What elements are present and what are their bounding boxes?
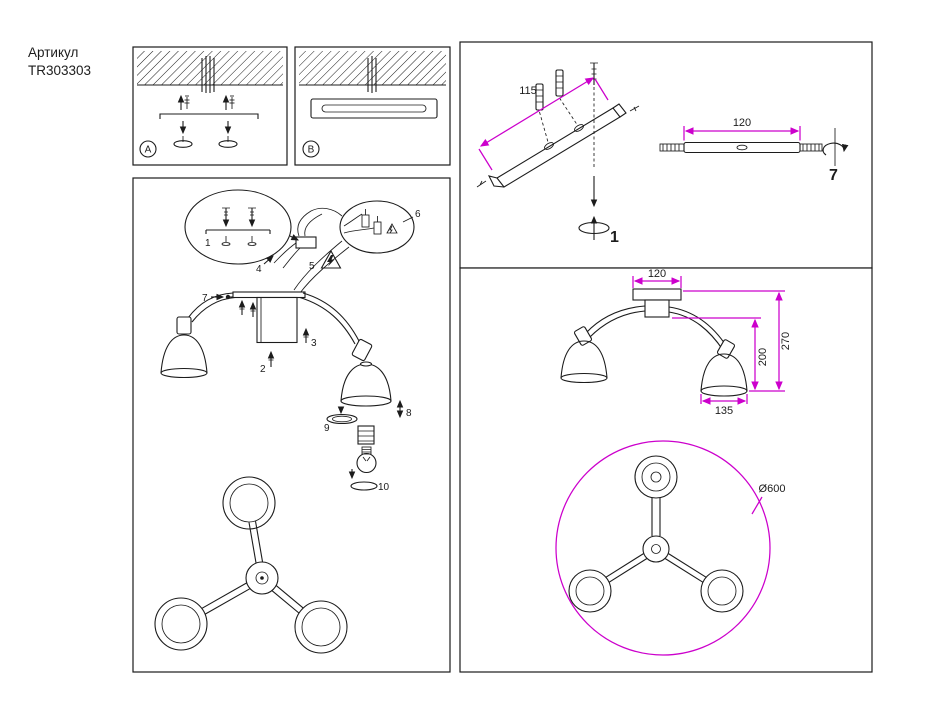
panel-mount-option-b: B	[294, 46, 451, 166]
lamp-holder	[357, 425, 375, 445]
right-arm	[299, 292, 360, 345]
callout-pointer	[289, 234, 299, 241]
article-block: Артикул TR303303	[28, 45, 91, 78]
label-4-leader	[263, 255, 274, 265]
cables-to-canopy	[293, 240, 350, 294]
article-label: Артикул	[28, 45, 78, 60]
ring-10	[350, 481, 378, 491]
crossbar-rod-detail	[659, 141, 823, 154]
ceiling-hole	[578, 215, 610, 240]
option-a-label: A	[145, 145, 152, 156]
panel-dimensions: 120 270 200 135	[459, 267, 873, 673]
arrows-down-a	[179, 121, 232, 135]
mount-plate-b	[310, 98, 438, 119]
dim-120-rod-label: 120	[733, 117, 751, 129]
wall-plugs-a	[173, 136, 238, 148]
callout-bracket-install: 1	[184, 189, 292, 265]
ceiling-wires-b	[367, 56, 377, 93]
part-10-label: 10	[378, 482, 390, 493]
ceiling-wires-a	[201, 56, 215, 93]
diameter-leader	[751, 496, 763, 515]
option-a-badge: A	[139, 140, 157, 158]
step-1-label: 1	[610, 229, 619, 246]
part-7-label: 7	[202, 293, 208, 304]
part-9-label: 9	[324, 423, 330, 434]
article-number: TR303303	[28, 63, 91, 78]
screw-2	[267, 350, 275, 367]
canopy-cover	[256, 296, 298, 344]
dim-200-label: 200	[757, 348, 769, 366]
label-6-leader	[402, 216, 414, 223]
bar-screws	[238, 299, 257, 317]
diameter-circle	[555, 440, 771, 656]
rotate-icon	[822, 128, 849, 166]
dim-120-canopy: 120	[632, 268, 682, 288]
dim-200: 200	[672, 317, 769, 391]
right-lamp-socket	[351, 338, 373, 362]
shade-ring	[326, 413, 358, 425]
front-view	[560, 288, 748, 397]
dim-135-label: 135	[715, 405, 733, 417]
part-1-label: 1	[205, 238, 211, 249]
dim-135: 135	[700, 394, 748, 417]
bottom-view-diameter: Ø600	[555, 440, 786, 656]
mounting-bar	[232, 291, 306, 299]
part-2-label: 2	[260, 364, 266, 375]
part-8-label: 8	[406, 408, 412, 419]
panel-bracket-detail: 1 115 120 7	[459, 41, 873, 269]
callout-wire-connection	[339, 200, 415, 254]
panel-mount-option-a: A	[132, 46, 288, 166]
dim-120-canopy-label: 120	[648, 268, 666, 280]
dim-270: 270	[683, 290, 792, 392]
diameter-label: Ø600	[759, 483, 786, 495]
warning-lightning-icon	[386, 223, 398, 234]
dim-270-label: 270	[780, 332, 792, 350]
part-6-label: 6	[415, 209, 421, 220]
warning-lightning-icon	[320, 249, 342, 269]
part-4-label: 4	[256, 264, 262, 275]
screw-3	[302, 327, 310, 343]
dim-115-label: 115	[519, 85, 537, 97]
part-3-label: 3	[311, 338, 317, 349]
left-lamp	[160, 316, 208, 379]
bracket-outline-a	[159, 113, 259, 119]
bottom-view	[154, 476, 348, 654]
part-5-label: 5	[309, 261, 315, 272]
panel-main-assembly: 1 6 5 4 7	[132, 177, 451, 673]
step-7-label: 7	[829, 167, 838, 184]
terminal-block	[273, 207, 343, 269]
dim-120-rod: 120	[683, 117, 801, 141]
option-b-badge: B	[302, 140, 320, 158]
left-arm	[187, 292, 236, 323]
right-lamp-shade	[340, 361, 392, 407]
dim-115: 115	[478, 77, 609, 171]
option-b-label: B	[308, 145, 315, 156]
screws-up-a	[177, 94, 235, 110]
light-bulb	[356, 446, 377, 474]
